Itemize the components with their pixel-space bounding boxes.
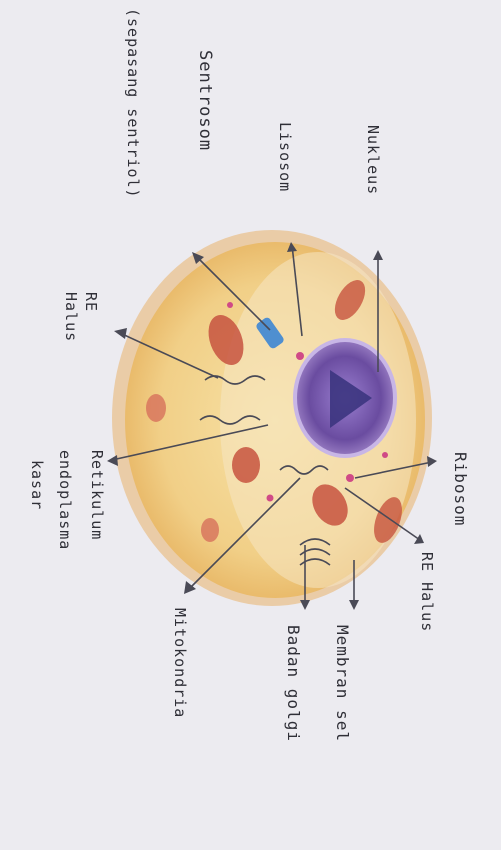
label-ribosom: Ribosom [451, 452, 470, 526]
arrowhead [114, 328, 127, 339]
label-nukleus: Nukleus [364, 125, 382, 195]
ribosome [227, 302, 233, 308]
arrowhead [414, 534, 424, 544]
label-sentrosom-sub: (sepasang sentriol) [124, 8, 142, 199]
arrowhead [427, 456, 437, 467]
arrowhead [349, 600, 359, 610]
label-membran-sel: Membran sel [333, 625, 352, 742]
arrowhead [107, 455, 118, 466]
label-re-halus-left-2: Halus [62, 292, 80, 342]
label-badan-golgi: Badan golgi [284, 625, 303, 742]
arrowhead [300, 600, 310, 610]
label-re-halus-left-1: RE [82, 292, 100, 312]
label-mitokondria: Mitokondria [171, 608, 189, 718]
label-sentrosom: Sentrosom [195, 50, 215, 151]
mitochondrion [201, 518, 219, 542]
label-retikulum-1: Retikulum [88, 450, 106, 540]
mitochondrion [146, 394, 166, 422]
label-retikulum-2: endoplasma [56, 450, 74, 550]
ribosome [296, 352, 304, 360]
ribosome [346, 474, 354, 482]
label-re-halus-right: RE Halus [418, 552, 436, 632]
ribosome [267, 495, 274, 502]
label-retikulum-3: kasar [28, 460, 46, 510]
arrowhead [373, 250, 383, 260]
mitochondrion [232, 447, 260, 483]
ribosome [382, 452, 388, 458]
label-lisosom: Lisosom [276, 122, 294, 192]
